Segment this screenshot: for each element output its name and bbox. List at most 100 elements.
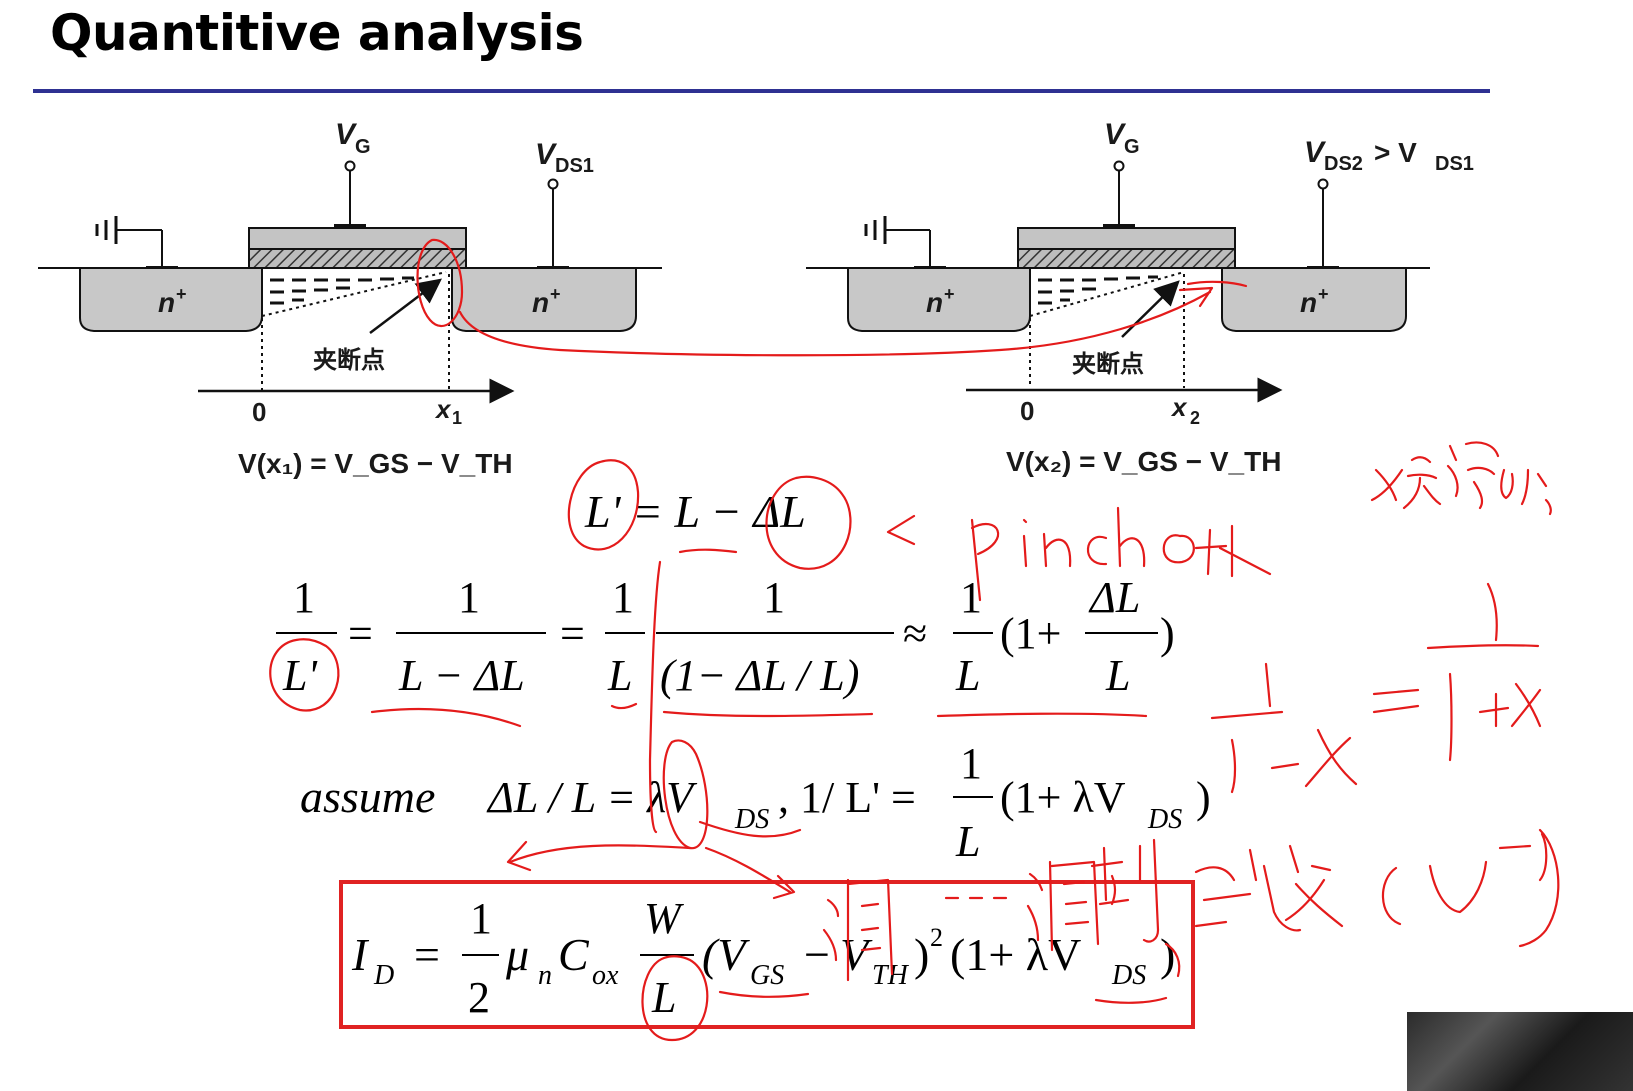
- gate-electrode: [1017, 227, 1236, 250]
- title-divider: [33, 89, 1490, 93]
- svg-text:1: 1: [293, 573, 315, 622]
- svg-text:+: +: [944, 284, 955, 304]
- svg-text:μ: μ: [505, 929, 529, 980]
- svg-text:n: n: [926, 287, 943, 318]
- svg-text:x: x: [1170, 392, 1188, 422]
- svg-text:DS: DS: [1147, 804, 1182, 835]
- svg-text:1: 1: [458, 573, 480, 622]
- svg-text:DS2: DS2: [1324, 153, 1363, 175]
- svg-text:(1+ λV: (1+ λV: [950, 929, 1081, 980]
- svg-text:n: n: [1300, 287, 1317, 318]
- pinch-off-label: 夹断点: [1072, 350, 1144, 378]
- pinch-off-label: 夹断点: [313, 346, 385, 374]
- svg-text:1: 1: [960, 739, 982, 788]
- svg-text:L − ΔL: L − ΔL: [398, 651, 525, 700]
- svg-text:> V: > V: [1374, 137, 1417, 168]
- svg-text:G: G: [355, 136, 371, 158]
- drain-terminal: V DS2 > V DS1: [1304, 136, 1474, 272]
- svg-text:0: 0: [252, 397, 266, 427]
- svg-text:): ): [1160, 929, 1175, 980]
- ground-icon: [864, 216, 946, 272]
- svg-text:2: 2: [1190, 408, 1200, 428]
- svg-text:DS1: DS1: [1435, 153, 1474, 175]
- svg-text:DS1: DS1: [555, 155, 594, 177]
- svg-text:W: W: [644, 894, 684, 943]
- svg-text:L: L: [955, 817, 980, 866]
- svg-text:): ): [1160, 609, 1175, 658]
- svg-text:+: +: [1318, 284, 1329, 304]
- svg-text:ox: ox: [592, 960, 619, 991]
- drain-n-plus-region: [451, 267, 637, 332]
- svg-text:V: V: [535, 138, 558, 171]
- drain-terminal: V DS1: [535, 138, 594, 272]
- svg-text:1: 1: [763, 573, 785, 622]
- svg-text:): ): [1196, 773, 1211, 822]
- mosfet-diagram-right: V G V DS2 > V DS1 n + n +: [806, 118, 1474, 477]
- equation-reciprocal-length: 1 L' = 1 L − ΔL = 1 L 1 (1− ΔL / L) ≈ 1 …: [276, 573, 1175, 700]
- svg-text:V: V: [1304, 136, 1327, 169]
- gate-electrode: [248, 227, 467, 250]
- svg-text:1: 1: [470, 894, 492, 943]
- svg-text:+: +: [176, 284, 187, 304]
- svg-text:+: +: [550, 284, 561, 304]
- handwritten-annotations: [269, 238, 1560, 1042]
- svg-text:=: =: [414, 929, 440, 980]
- svg-text:DS: DS: [734, 804, 769, 835]
- svg-text:V: V: [335, 118, 358, 151]
- svg-text:(V: (V: [702, 929, 750, 980]
- svg-text:C: C: [558, 929, 590, 980]
- gate-terminal: V G: [334, 118, 371, 230]
- pinch-condition-right: V(x₂) = V_GS − V_TH: [1006, 446, 1281, 477]
- drain-current-box: [339, 880, 1195, 1029]
- svg-text:L: L: [607, 651, 632, 700]
- svg-text:x: x: [434, 394, 452, 424]
- svg-text:I: I: [351, 929, 370, 980]
- svg-text:(1+ λV: (1+ λV: [1000, 773, 1126, 822]
- svg-text:(1+: (1+: [1000, 609, 1061, 658]
- svg-text:2: 2: [468, 973, 490, 1022]
- equation-drain-current: I D = 1 2 μ n C ox W L (V GS − V TH ) 2 …: [351, 894, 1175, 1022]
- svg-text:=: =: [348, 609, 373, 658]
- gate-terminal: V G: [1103, 118, 1140, 230]
- equation-assumption: assume ΔL / L = λV DS , 1/ L' = 1 L (1+ …: [300, 739, 1211, 866]
- slide-title: Quantitive analysis: [50, 4, 584, 62]
- svg-text:0: 0: [1020, 396, 1034, 426]
- svg-text:L: L: [1105, 651, 1130, 700]
- svg-text:L: L: [955, 651, 980, 700]
- pinch-condition-left: V(x₁) = V_GS − V_TH: [238, 448, 513, 479]
- svg-text:1: 1: [960, 573, 982, 622]
- svg-text:assume: assume: [300, 771, 435, 822]
- svg-text:V: V: [840, 929, 873, 980]
- svg-text:1: 1: [612, 573, 634, 622]
- svg-text:n: n: [532, 287, 549, 318]
- svg-text:ΔL / L = λV: ΔL / L = λV: [486, 773, 698, 822]
- svg-text:ΔL: ΔL: [1088, 573, 1140, 622]
- svg-text:n: n: [158, 287, 175, 318]
- svg-text:−: −: [804, 929, 830, 980]
- svg-text:=: =: [560, 609, 585, 658]
- svg-text:V: V: [1104, 118, 1127, 151]
- svg-text:(1− ΔL / L): (1− ΔL / L): [660, 651, 859, 700]
- svg-text:D: D: [373, 960, 394, 991]
- presenter-video-thumbnail: [1407, 1012, 1633, 1091]
- drain-n-plus-region: [1221, 267, 1407, 332]
- svg-text:G: G: [1124, 136, 1140, 158]
- svg-text:, 1/ L' =: , 1/ L' =: [778, 773, 916, 822]
- svg-text:n: n: [538, 960, 552, 991]
- inversion-channel: [264, 270, 444, 312]
- svg-text:DS: DS: [1111, 960, 1146, 991]
- ground-icon: [95, 216, 178, 272]
- mosfet-diagram-left: V G V DS1 n + n +: [38, 118, 662, 479]
- svg-text:L': L': [282, 651, 318, 700]
- svg-text:L: L: [651, 973, 676, 1022]
- svg-text:L' = L − ΔL: L' = L − ΔL: [584, 486, 806, 537]
- svg-text:): ): [914, 929, 929, 980]
- svg-text:1: 1: [452, 408, 462, 428]
- equation-effective-length: L' = L − ΔL: [584, 486, 806, 537]
- svg-text:GS: GS: [750, 960, 784, 991]
- svg-text:≈: ≈: [903, 609, 927, 658]
- svg-text:2: 2: [930, 923, 943, 952]
- gate-oxide: [1017, 248, 1236, 269]
- gate-oxide: [248, 248, 467, 269]
